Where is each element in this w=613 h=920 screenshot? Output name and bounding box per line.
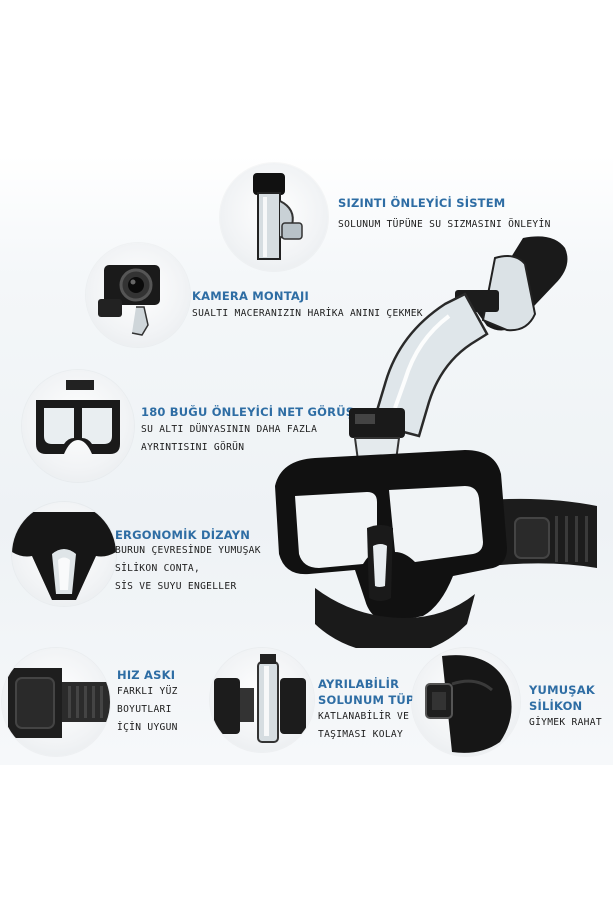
silicone-desc: GİYMEK RAHAT (529, 717, 602, 728)
leak-desc: SOLUNUM TÜPÜNE SU SIZMASINI ÖNLEYİN (338, 219, 551, 230)
ergonomic-desc: BURUN ÇEVRESİNDE YUMUŞAK SİLİKON CONTA, … (115, 545, 261, 592)
nose-pocket-image (12, 502, 116, 606)
snorkel-parts-image (210, 648, 314, 752)
antifog-desc: SU ALTI DÜNYASININ DAHA FAZLA AYRINTISIN… (141, 424, 318, 453)
leak-title: SIZINTI ÖNLEYİCİ SİSTEM (338, 196, 506, 210)
mask-frame-image (22, 370, 134, 482)
camera-title: KAMERA MONTAJI (192, 289, 309, 303)
strap-desc: FARKLI YÜZ BOYUTLARI İÇİN UYGUN (117, 686, 178, 733)
antifog-title: 180 BUĞU ÖNLEYİCİ NET GÖRÜŞ (141, 405, 355, 419)
strap-buckle-image (2, 648, 110, 756)
snorkel-title: AYRILABİLİR SOLUNUM TÜPÜ (318, 677, 425, 707)
action-camera-image (86, 243, 190, 347)
ergonomic-title: ERGONOMİK DİZAYN (115, 528, 251, 542)
leak-valve-image (220, 163, 328, 271)
camera-desc: SUALTI MACERANIZIN HARİKA ANINI ÇEKMEK (192, 308, 423, 319)
silicone-title: YUMUŞAK SİLİKON (529, 683, 595, 713)
silicone-skirt-image (412, 648, 520, 756)
snorkel-desc: KATLANABİLİR VE TAŞIMASI KOLAY (318, 711, 410, 740)
snorkel-mask-image (275, 236, 597, 648)
strap-title: HIZ ASKI (117, 668, 176, 682)
